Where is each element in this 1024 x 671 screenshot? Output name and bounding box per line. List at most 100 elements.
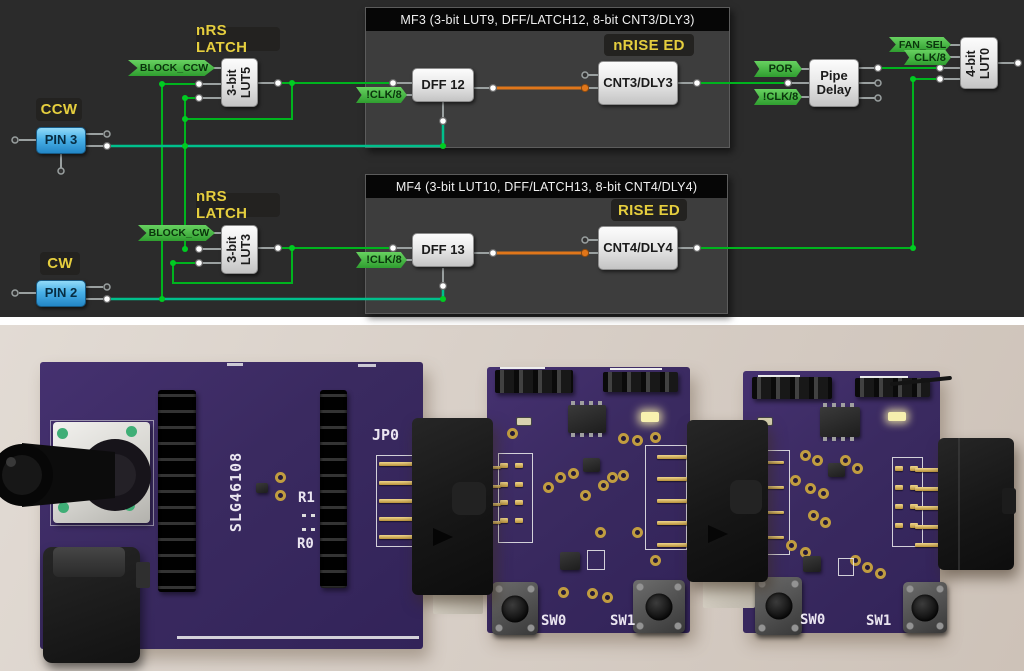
lut0-line2: LUT0 <box>978 47 992 79</box>
through-hole-pad <box>632 527 643 538</box>
right-sw0-button <box>755 577 802 635</box>
socket-header-left <box>158 390 196 592</box>
resistor-pad <box>311 514 315 517</box>
right-board: SW0 SW1 <box>743 371 955 635</box>
lut3-line1: 3-bit <box>225 236 239 263</box>
through-hole-pad <box>507 428 518 439</box>
ic-silk-outline <box>587 550 605 570</box>
port-stubs <box>19 44 1014 300</box>
green-wires <box>161 67 938 299</box>
smd-component <box>256 483 268 493</box>
right-header-silk-outline <box>645 445 687 550</box>
bottom-silk-line <box>177 636 419 639</box>
idc-pin <box>754 536 784 539</box>
wire-layer <box>11 44 1022 304</box>
through-hole-pad <box>587 588 598 599</box>
ic-silk-outline <box>838 558 854 576</box>
through-hole-pad <box>275 490 286 501</box>
flag-por[interactable]: POR <box>754 61 802 77</box>
jp0-pin <box>379 499 415 503</box>
header-pin-base <box>895 504 903 509</box>
label-cw: CW <box>40 252 80 275</box>
label-rise-ed: RISE ED <box>611 199 687 221</box>
lut0-line1: 4-bit <box>964 49 979 77</box>
resistor-pad <box>311 528 315 531</box>
middle-sw0-silkscreen: SW0 <box>541 613 567 629</box>
block-dff12[interactable]: DFF 12 <box>412 68 474 102</box>
smd-ic <box>803 556 821 572</box>
flag-fan-sel[interactable]: FAN_SEL <box>889 37 951 52</box>
resistor-pad <box>302 528 306 531</box>
idc-pin <box>915 487 955 491</box>
pipe-line1: Pipe <box>820 67 848 83</box>
label-nrise-ed: nRISE ED <box>604 34 694 56</box>
male-header-top-right <box>603 372 678 392</box>
smd-ic <box>560 552 580 570</box>
idc-connector-left <box>412 418 493 595</box>
through-hole-pad <box>818 488 829 499</box>
top-silk-mark <box>758 375 800 377</box>
block-cnt3-dly3[interactable]: CNT3/DLY3 <box>598 61 678 105</box>
right-header-silk-outline <box>892 457 923 547</box>
header-pin-base <box>500 482 508 487</box>
button-cap <box>911 594 939 621</box>
through-hole-pad <box>618 470 629 481</box>
idc-pin <box>657 499 703 503</box>
block-dff13[interactable]: DFF 13 <box>412 233 474 267</box>
orange-port-dots <box>580 83 590 258</box>
barrel-jack-tab <box>136 562 150 588</box>
top-silk-mark <box>358 364 376 367</box>
through-hole-pad <box>568 468 579 479</box>
label-nrs-latch-bottom: nRS LATCH <box>196 188 280 222</box>
block-cnt4-dly4[interactable]: CNT4/DLY4 <box>598 226 678 270</box>
sot23-chip <box>583 458 600 472</box>
led-left <box>516 417 532 426</box>
header-pin-base <box>910 504 918 509</box>
block-pin2[interactable]: PIN 2 <box>36 280 86 307</box>
orange-wires <box>495 86 583 255</box>
male-header-top-left <box>752 377 832 399</box>
through-hole-pad <box>805 483 816 494</box>
chip-silkscreen-label: SLG46108 <box>227 451 245 533</box>
flag-nclk8-mf3[interactable]: !CLK/8 <box>356 87 407 103</box>
jp0-silkscreen: JP0 <box>372 426 400 444</box>
middle-sw0-button <box>492 582 538 635</box>
flag-nclk8-pipe[interactable]: !CLK/8 <box>754 89 802 105</box>
through-hole-pad <box>790 475 801 486</box>
r0-silkscreen: R0 <box>297 536 314 552</box>
encoder-corner-dot <box>126 426 137 437</box>
encoder-corner-dot <box>58 502 69 513</box>
male-header-top-left <box>495 370 573 393</box>
through-hole-pad <box>543 482 554 493</box>
through-hole-pad <box>808 510 819 521</box>
right-sw1-silkscreen: SW1 <box>866 613 892 629</box>
through-hole-pad <box>598 480 609 491</box>
idc-pin <box>915 543 955 547</box>
header-pin-base <box>500 500 508 505</box>
through-hole-pad <box>602 592 613 603</box>
top-silk-mark <box>227 363 243 366</box>
flag-block-ccw[interactable]: BLOCK_CCW <box>128 60 215 76</box>
flag-nclk8-mf4[interactable]: !CLK/8 <box>356 252 407 268</box>
idc-pin <box>657 521 703 525</box>
through-hole-pad <box>840 455 851 466</box>
flag-block-cw[interactable]: BLOCK_CW <box>138 225 215 241</box>
flag-clk8[interactable]: CLK/8 <box>904 50 951 65</box>
idc-latch <box>452 482 486 515</box>
through-hole-pad <box>820 517 831 528</box>
block-pin3[interactable]: PIN 3 <box>36 127 86 154</box>
button-cap <box>765 592 792 620</box>
through-hole-pad <box>632 435 643 446</box>
idc-pin <box>915 468 955 472</box>
greenpak-designer-canvas: MF3 (3-bit LUT9, DFF/LATCH12, 8-bit CNT3… <box>0 0 1024 317</box>
label-ccw: CCW <box>36 98 82 121</box>
idc-pin <box>657 477 703 481</box>
through-hole-pad <box>607 472 618 483</box>
through-hole-pad <box>862 562 873 573</box>
jp0-pin <box>379 462 415 466</box>
mf4-title: MF4 (3-bit LUT10, DFF/LATCH13, 8-bit CNT… <box>366 175 727 198</box>
